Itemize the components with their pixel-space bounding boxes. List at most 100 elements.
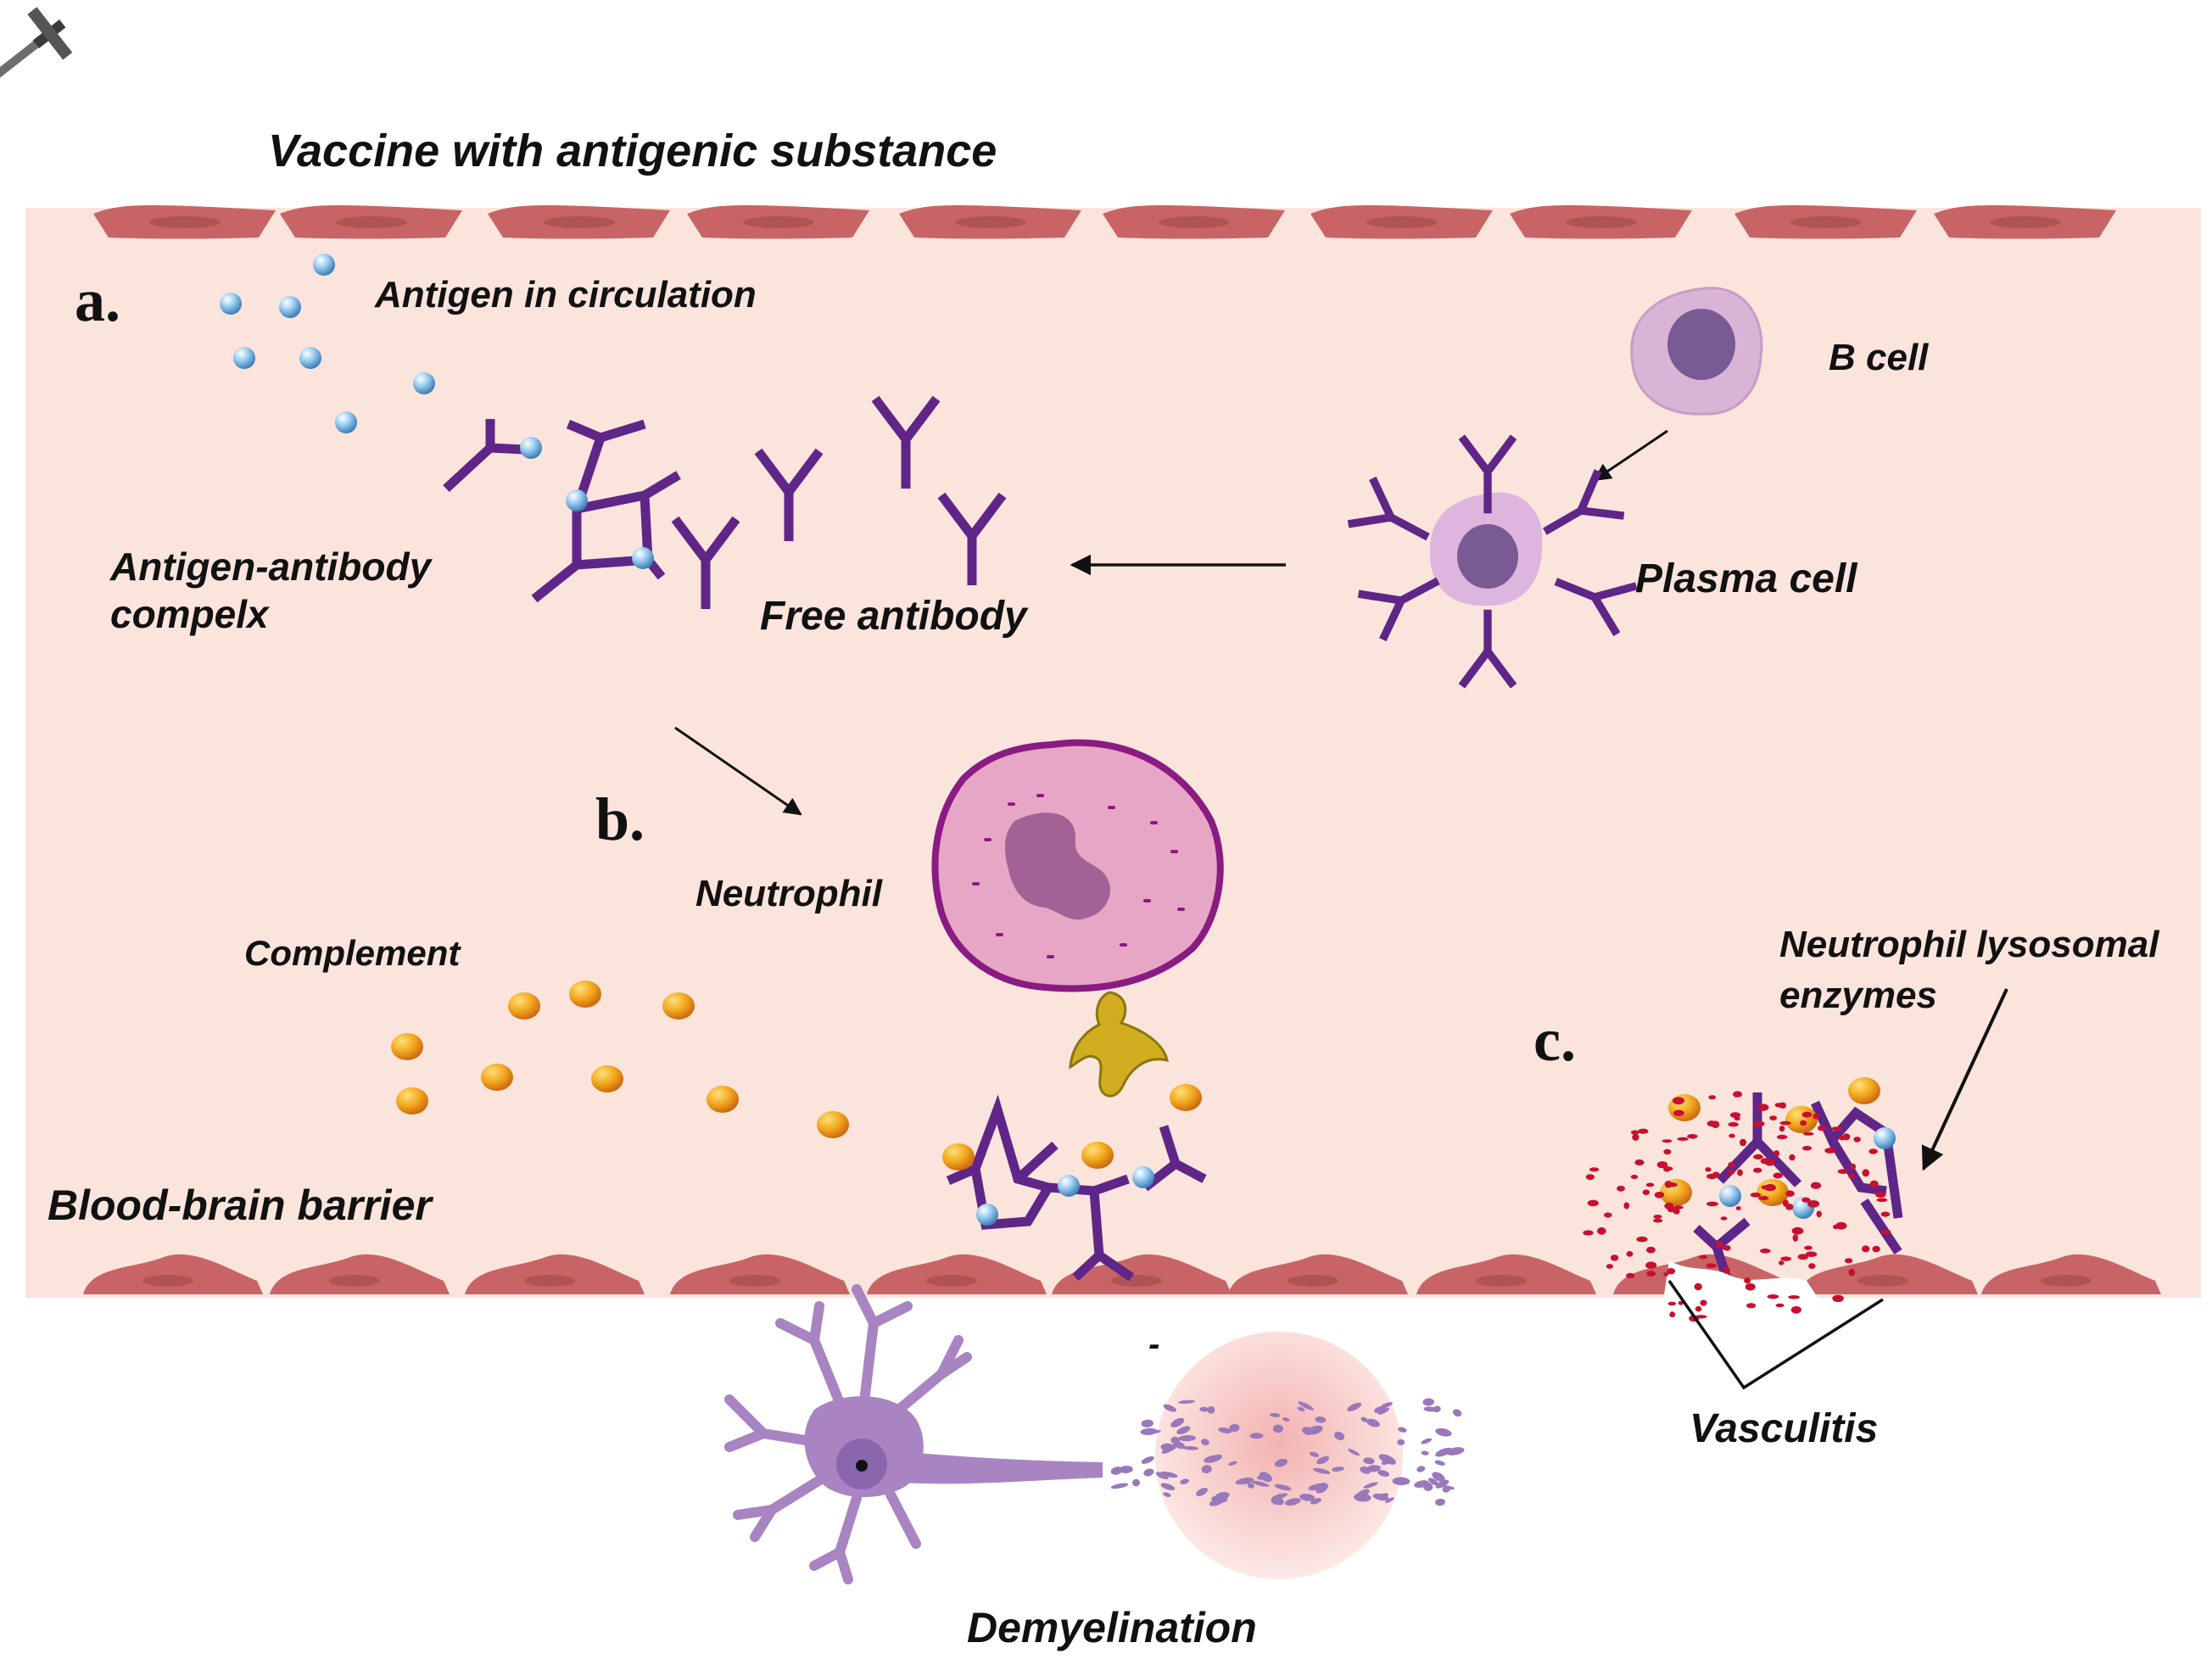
endothelial-nucleus xyxy=(336,216,407,228)
antigen-bead xyxy=(566,489,588,511)
enzyme-dot xyxy=(1663,1148,1672,1155)
enzyme-dot xyxy=(1617,1185,1625,1192)
enzyme-dot xyxy=(1626,1251,1634,1257)
enzyme-dot xyxy=(1837,1169,1849,1174)
enzyme-dot xyxy=(1735,1206,1741,1210)
plasma-cell xyxy=(1429,492,1543,606)
enzyme-dot xyxy=(1706,1263,1717,1268)
endothelium-top xyxy=(93,205,2116,239)
free-antibody-label: Free antibody xyxy=(760,594,1029,639)
myelin-fragment xyxy=(1377,1493,1388,1500)
antibody-arm xyxy=(1542,469,1625,535)
enzyme-dot xyxy=(1587,1199,1599,1207)
myelin-fragment xyxy=(1141,1419,1153,1428)
antibody xyxy=(1458,609,1517,689)
endothelial-nucleus xyxy=(1857,1275,1908,1287)
arrow-enzymes xyxy=(1921,988,2008,1171)
endothelial-cell xyxy=(83,1254,263,1294)
myelin-fragment xyxy=(1416,1466,1426,1472)
enzyme-dot xyxy=(1673,1097,1684,1105)
granule xyxy=(1047,955,1054,958)
antigen-antibody-complex-b xyxy=(946,1094,1207,1282)
enzyme-dot xyxy=(1632,1133,1639,1141)
complement-bead xyxy=(707,1086,739,1113)
enzymes-label-line1: Neutrophil lysosomal xyxy=(1779,924,2159,965)
antibody-arm xyxy=(1554,578,1638,637)
antibody-arm xyxy=(1458,609,1517,689)
endothelial-nucleus xyxy=(743,216,814,228)
enzyme-dot xyxy=(1818,1125,1826,1131)
myelin-fragment xyxy=(1228,1461,1237,1466)
myelin-fragment xyxy=(1196,1487,1208,1497)
myelin-fragment xyxy=(1272,1424,1283,1433)
antibody-arm xyxy=(671,516,740,609)
enzyme-dot xyxy=(1645,1182,1655,1187)
enzyme-dot xyxy=(1760,1249,1771,1254)
enzyme-dot xyxy=(1737,1169,1743,1176)
myelin-fragment xyxy=(1377,1407,1390,1415)
myelin-fragment xyxy=(1298,1401,1314,1411)
demyelination-lesion xyxy=(1155,1332,1403,1579)
enzyme-dot xyxy=(1720,1216,1728,1221)
enzyme-dot xyxy=(1802,1131,1814,1136)
myelin-fragment xyxy=(1422,1398,1434,1406)
myelin-fragment xyxy=(1274,1483,1292,1491)
myelin-fragment xyxy=(1207,1405,1215,1414)
myelin-fragment xyxy=(1211,1495,1228,1503)
enzyme-dot xyxy=(1667,1205,1676,1213)
endothelial-nucleus xyxy=(1990,216,2061,228)
enzyme-dot xyxy=(1597,1226,1606,1235)
enzyme-dot xyxy=(1804,1245,1813,1250)
enzyme-dot xyxy=(1606,1264,1613,1269)
enzyme-dot xyxy=(1764,1184,1776,1192)
myelin-fragment xyxy=(1249,1433,1264,1439)
antigen-bead xyxy=(413,372,435,394)
endothelial-cell xyxy=(1052,1254,1232,1294)
endothelial-cell xyxy=(1798,1254,1978,1294)
enzyme-dot xyxy=(1706,1201,1718,1207)
myelin-fragment xyxy=(1421,1438,1433,1444)
antibody xyxy=(1542,469,1625,535)
enzyme-dot xyxy=(1673,1109,1684,1116)
myelin-fragment xyxy=(1348,1449,1360,1456)
myelin-fragment xyxy=(1312,1467,1331,1474)
myelin-fragments xyxy=(1110,1398,1465,1506)
enzyme-dot xyxy=(1862,1245,1870,1253)
enzyme-dot xyxy=(1654,1192,1665,1198)
enzyme-dot xyxy=(1665,1182,1678,1187)
complement-bead xyxy=(1785,1106,1818,1133)
granule xyxy=(1120,943,1127,947)
enzyme-dot xyxy=(1589,1167,1600,1172)
enzyme-dot xyxy=(1813,1114,1819,1120)
enzyme-dot xyxy=(1646,1271,1656,1277)
enzyme-dot xyxy=(1816,1210,1822,1218)
enzyme-dot xyxy=(1663,1272,1669,1277)
enzyme-dot xyxy=(1776,1134,1788,1140)
complement-bead xyxy=(1660,1179,1692,1206)
myelin-fragment xyxy=(1368,1465,1382,1472)
myelin-fragment xyxy=(1170,1436,1181,1444)
myelin-fragment xyxy=(1140,1428,1158,1435)
enzyme-dot xyxy=(1779,1102,1786,1109)
endothelial-nucleus xyxy=(1288,1275,1338,1287)
syringe-icon xyxy=(0,7,73,90)
enzyme-dot xyxy=(1690,1134,1696,1139)
enzyme-dot xyxy=(1626,1272,1635,1279)
antigen-bead xyxy=(632,547,654,569)
granule xyxy=(1177,908,1185,911)
enzyme-dot xyxy=(1875,1192,1886,1198)
enzyme-dot xyxy=(1800,1120,1807,1126)
antigens xyxy=(220,254,1896,1226)
myelin-fragment xyxy=(1132,1478,1140,1487)
myelin-fragment xyxy=(1110,1483,1129,1489)
enzyme-dot xyxy=(1832,1294,1844,1303)
myelin-fragment xyxy=(1235,1477,1254,1485)
complement-bead xyxy=(1668,1094,1701,1121)
antibody xyxy=(754,448,824,541)
myelin-fragment xyxy=(1334,1431,1345,1441)
complement-bead xyxy=(591,1065,623,1092)
antigen-bead xyxy=(1132,1166,1154,1188)
antigen-bead xyxy=(976,1204,998,1226)
enzyme-dot xyxy=(1769,1115,1778,1120)
granule xyxy=(1108,806,1115,809)
